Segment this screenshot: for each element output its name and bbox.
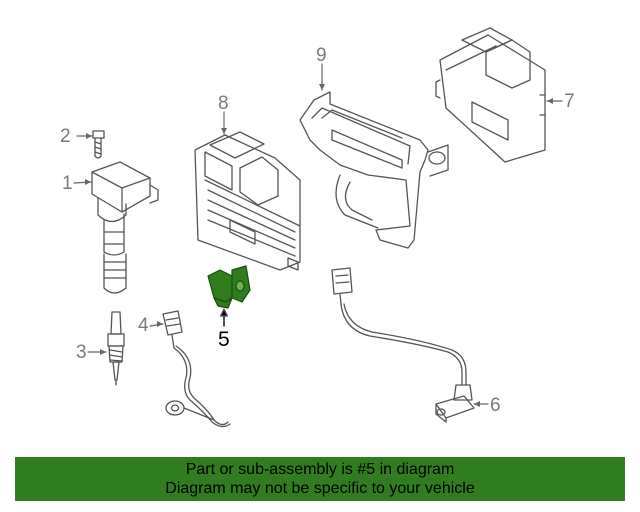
leader-lines (73, 63, 563, 405)
part-5-highlighted-sensor (207, 265, 251, 309)
info-banner: Part or sub-assembly is #5 in diagram Di… (15, 457, 625, 501)
part-2-bolt (92, 130, 105, 159)
part-6-sensor-with-cable (331, 267, 475, 423)
callout-1: 1 (62, 173, 73, 194)
part-9-bracket (299, 91, 449, 249)
part-7-ecu-box (435, 27, 546, 163)
banner-line-2: Diagram may not be specific to your vehi… (165, 480, 475, 497)
callout-6: 6 (490, 395, 501, 416)
banner-line-1: Part or sub-assembly is #5 in diagram (185, 461, 455, 478)
callout-3: 3 (76, 342, 87, 363)
callout-8: 8 (218, 93, 229, 114)
callout-5[interactable]: 5 (218, 328, 230, 351)
callout-9: 9 (316, 45, 327, 66)
callout-4: 4 (138, 315, 149, 336)
part-1-ignition-coil (91, 161, 159, 294)
parts-diagram (73, 27, 563, 428)
part-4-knock-sensor (162, 310, 231, 428)
callout-2: 2 (60, 126, 71, 147)
part-3-spark-plug (107, 311, 125, 386)
part-8-engine-control-module (194, 131, 301, 271)
callout-7: 7 (564, 91, 575, 112)
